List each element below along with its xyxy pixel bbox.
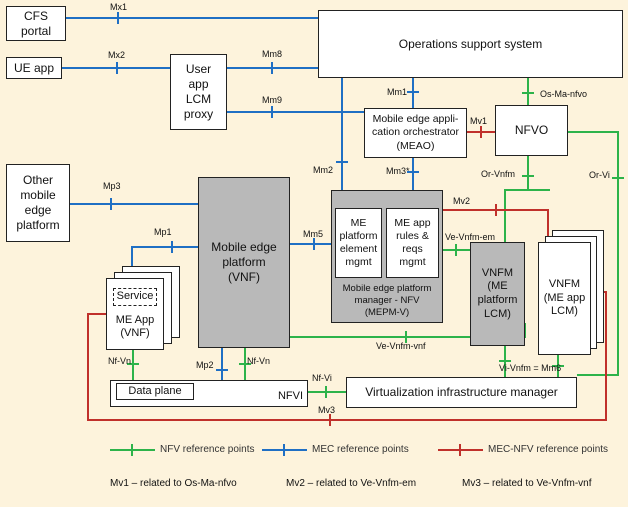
meao-box: Mobile edge appli- cation orchestrator (…	[364, 108, 467, 158]
operations-support-system-box: Operations support system	[318, 10, 623, 78]
label-mm2: Mm2	[313, 165, 333, 175]
label-mx1: Mx1	[110, 2, 128, 12]
label-ve-vnfm-vnf: Ve-Vnfm-vnf	[376, 341, 426, 351]
label-mm5: Mm5	[303, 229, 323, 239]
label-mv1: Mv1	[470, 116, 488, 126]
ue-app-box: UE app	[6, 57, 62, 79]
legend-mec-nfv: MEC-NFV reference points	[488, 444, 609, 455]
data-plane-box: Data plane	[116, 383, 194, 400]
label-mp1: Mp1	[154, 227, 172, 237]
label-mp3: Mp3	[103, 181, 121, 191]
label-vi-vnfm-mm6: Vi-Vnfm = Mm6	[499, 363, 562, 373]
mobile-edge-platform-box: Mobile edge platform (VNF)	[198, 177, 290, 348]
vnfm-me-platform-lcm-box: VNFM (ME platform LCM)	[470, 242, 525, 346]
or-vnfm-line	[504, 156, 529, 242]
virtualization-infrastructure-manager-box: Virtualization infrastructure manager	[346, 377, 577, 408]
nfvo-box: NFVO	[495, 105, 568, 156]
ve-vnfm-vnf-line	[290, 323, 526, 338]
label-or-vi: Or-Vi	[589, 170, 610, 180]
label-ve-vnfm-em: Ve-Vnfm-em	[445, 232, 496, 242]
label-mv2: Mv2	[453, 196, 471, 206]
mv2-line	[443, 209, 549, 240]
label-mv3: Mv3	[318, 405, 336, 415]
service-box: Service	[113, 288, 157, 306]
label-mm3: Mm3*	[386, 166, 410, 176]
label-nf-vn-2: Nf-Vn	[247, 356, 271, 366]
other-mobile-edge-platform-box: Other mobile edge platform	[6, 164, 70, 242]
label-mm9: Mm9	[262, 95, 282, 105]
or-vi-line	[568, 131, 619, 376]
cfs-portal-box: CFS portal	[6, 6, 66, 41]
me-app-rules-reqs-mgmt-box: ME app rules & reqs mgmt	[386, 208, 439, 278]
legend-nfv: NFV reference points	[160, 444, 255, 455]
note-mv1: Mv1 – related to Os-Ma-nfvo	[110, 478, 237, 489]
mec-reference-lines	[62, 17, 414, 392]
legend-mec: MEC reference points	[312, 444, 409, 455]
label-mp2: Mp2	[196, 360, 214, 370]
label-nf-vi: Nf-Vi	[312, 373, 332, 383]
label-mx2: Mx2	[108, 50, 126, 60]
me-platform-element-mgmt-box: ME platform element mgmt	[335, 208, 382, 278]
legend-lines	[110, 444, 483, 456]
label-mm8: Mm8	[262, 49, 282, 59]
label-mm1: Mm1	[387, 87, 407, 97]
label-or-vnfm: Or-Vnfm	[481, 169, 516, 179]
label-os-ma-nfvo: Os-Ma-nfvo	[540, 89, 588, 99]
note-mv3: Mv3 – related to Ve-Vnfm-vnf	[462, 478, 592, 489]
label-nf-vn-1: Nf-Vn	[108, 356, 132, 366]
user-app-lcm-proxy-box: User app LCM proxy	[170, 54, 227, 130]
vnfm-me-app-lcm-box: VNFM (ME app LCM)	[538, 242, 591, 355]
note-mv2: Mv2 – related to Ve-Vnfm-em	[286, 478, 417, 489]
